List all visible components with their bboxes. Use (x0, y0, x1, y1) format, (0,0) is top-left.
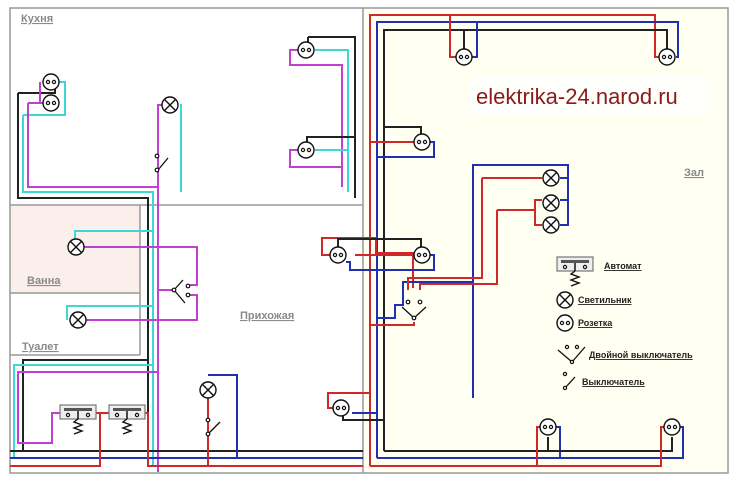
legend-item-lamp: Светильник (556, 291, 632, 309)
double-switch-icon (171, 279, 191, 304)
socket-icon (297, 141, 315, 159)
lamp-icon (556, 291, 574, 309)
lamp-icon (199, 381, 217, 399)
lamp-icon (161, 96, 179, 114)
room-label-toilet: Туалет (22, 341, 59, 353)
legend-label: Автомат (604, 261, 642, 271)
living-room-wiring (321, 14, 684, 467)
room-label-kitchen: Кухня (21, 13, 53, 25)
double-switch-icon (401, 299, 427, 321)
room-label-living-room: Зал (684, 167, 704, 179)
switch-icon (562, 371, 576, 391)
socket-icon (42, 73, 60, 91)
legend-item-double-switch: Двойной выключатель (557, 344, 693, 365)
kitchen-wiring (17, 36, 356, 472)
socket-icon (539, 418, 557, 436)
lamp-icon (542, 216, 560, 234)
socket-icon (42, 94, 60, 112)
socket-icon (413, 133, 431, 151)
lamp-icon (67, 238, 85, 256)
socket-icon (455, 48, 473, 66)
legend-item-breaker: Автомат (556, 256, 642, 287)
legend-label: Розетка (578, 318, 613, 328)
room-label-hallway: Прихожая (240, 310, 294, 322)
socket-icon (329, 246, 347, 264)
legend-label: Выключатель (582, 377, 645, 387)
double-switch-icon (557, 344, 586, 365)
lamp-icon (69, 311, 87, 329)
legend-label: Двойной выключатель (589, 350, 693, 360)
switch-icon (205, 417, 221, 437)
room-label-bathroom: Ванна (27, 275, 61, 287)
switch-icon (154, 153, 169, 173)
socket-icon (413, 246, 431, 264)
lamp-icon (542, 169, 560, 187)
legend-item-switch: Выключатель (562, 371, 645, 391)
legend: Автомат Светильник Розетка Двойной выклю… (556, 256, 693, 391)
legend-item-socket: Розетка (556, 314, 613, 332)
socket-icon (663, 418, 681, 436)
site-title: elektrika-24.narod.ru (476, 84, 678, 109)
legend-label: Светильник (578, 295, 632, 305)
lamp-icon (542, 194, 560, 212)
socket-icon (556, 314, 574, 332)
socket-icon (297, 41, 315, 59)
socket-icon (332, 399, 350, 417)
socket-icon (658, 48, 676, 66)
